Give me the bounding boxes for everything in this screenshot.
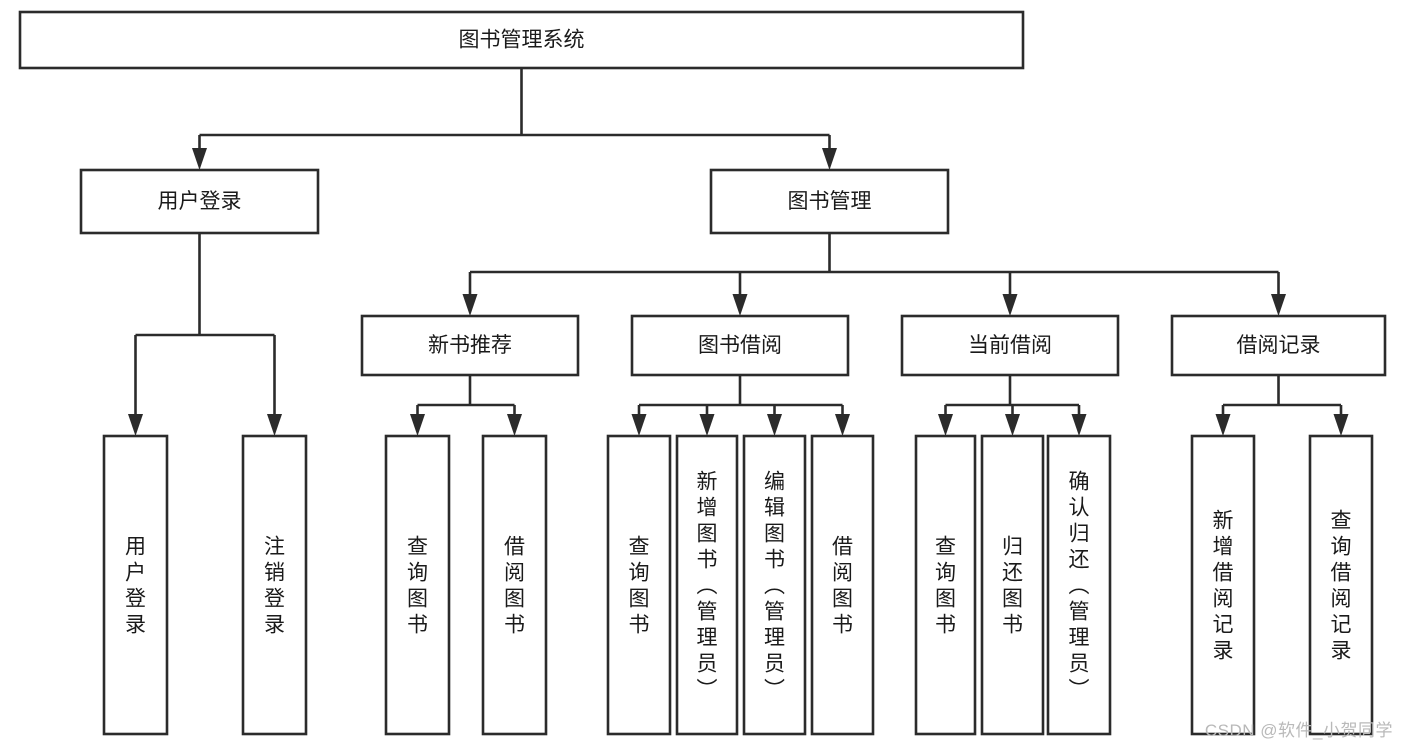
node-box-leaf-user-login[interactable] [102, 434, 169, 736]
arrow-head-icon [631, 414, 647, 436]
node-leaf-confirm-return[interactable]: 确认归还︵管理员︶ [1046, 434, 1112, 736]
node-label-leaf-query-record: 查询借阅记录 [1331, 509, 1352, 662]
edge-group-borrow-record [1215, 375, 1349, 436]
node-label-root: 图书管理系统 [459, 29, 585, 52]
node-label-user-login: 用户登录 [158, 190, 242, 213]
node-label-leaf-add-book: 新增图书︵管理员︶ [697, 470, 718, 701]
node-box-leaf-query-book[interactable] [606, 434, 672, 736]
node-box-root[interactable] [18, 10, 1025, 70]
arrow-head-icon [1271, 294, 1286, 316]
arrow-head-icon [192, 148, 207, 170]
node-box-leaf-edit-book[interactable] [742, 434, 807, 736]
node-root[interactable]: 图书管理系统 [18, 10, 1025, 70]
node-leaf-user-login[interactable]: 用户登录 [102, 434, 169, 736]
arrow-head-icon [128, 414, 143, 436]
node-box-leaf-borrow-book-rec[interactable] [481, 434, 548, 736]
arrow-head-icon [267, 414, 282, 436]
node-leaf-query-book[interactable]: 查询图书 [606, 434, 672, 736]
arrow-head-icon [1071, 414, 1087, 436]
edge-group-book-manage [462, 233, 1286, 316]
node-label-leaf-query-book-cur: 查询图书 [935, 535, 956, 636]
node-box-leaf-borrow-book[interactable] [810, 434, 875, 736]
node-box-leaf-return-book[interactable] [980, 434, 1045, 736]
node-label-leaf-query-book: 查询图书 [629, 535, 650, 636]
node-box-current-borrow[interactable] [900, 314, 1120, 377]
node-label-borrow-record: 借阅记录 [1237, 334, 1321, 357]
node-label-leaf-edit-book: 编辑图书︵管理员︶ [764, 470, 785, 701]
node-label-leaf-user-login: 用户登录 [125, 535, 146, 636]
node-label-leaf-borrow-book: 借阅图书 [832, 535, 853, 636]
node-leaf-query-book-rec[interactable]: 查询图书 [384, 434, 451, 736]
node-borrow-record[interactable]: 借阅记录 [1170, 314, 1387, 377]
arrow-head-icon [462, 294, 478, 316]
node-box-leaf-add-book[interactable] [675, 434, 739, 736]
node-leaf-query-record[interactable]: 查询借阅记录 [1308, 434, 1374, 736]
arrow-head-icon [1215, 414, 1231, 436]
node-leaf-add-book[interactable]: 新增图书︵管理员︶ [675, 434, 739, 736]
edge-group-current-borrow [938, 375, 1087, 436]
node-leaf-edit-book[interactable]: 编辑图书︵管理员︶ [742, 434, 807, 736]
node-box-leaf-confirm-return[interactable] [1046, 434, 1112, 736]
node-label-new-book-rec: 新书推荐 [428, 334, 512, 357]
node-leaf-borrow-book[interactable]: 借阅图书 [810, 434, 875, 736]
node-label-leaf-confirm-return: 确认归还︵管理员︶ [1069, 470, 1090, 701]
node-box-book-borrow[interactable] [630, 314, 850, 377]
arrow-head-icon [1002, 294, 1018, 316]
node-box-leaf-add-record[interactable] [1190, 434, 1256, 736]
edge-group-user-login [128, 233, 282, 436]
nodes-layer: 图书管理系统用户登录图书管理新书推荐图书借阅当前借阅借阅记录用户登录注销登录查询… [18, 10, 1387, 736]
node-book-borrow[interactable]: 图书借阅 [630, 314, 850, 377]
node-leaf-query-book-cur[interactable]: 查询图书 [914, 434, 977, 736]
node-new-book-rec[interactable]: 新书推荐 [360, 314, 580, 377]
arrow-head-icon [1005, 414, 1020, 436]
node-box-book-manage[interactable] [709, 168, 950, 235]
arrow-head-icon [938, 414, 953, 436]
csdn-watermark: CSDN @软件_小贺同学 [1204, 721, 1393, 740]
node-label-current-borrow: 当前借阅 [968, 334, 1052, 357]
node-box-user-login[interactable] [79, 168, 320, 235]
node-book-manage[interactable]: 图书管理 [709, 168, 950, 235]
node-leaf-logout[interactable]: 注销登录 [241, 434, 308, 736]
node-leaf-return-book[interactable]: 归还图书 [980, 434, 1045, 736]
arrow-head-icon [699, 414, 715, 436]
edge-group-book-borrow [631, 375, 850, 436]
node-leaf-borrow-book-rec[interactable]: 借阅图书 [481, 434, 548, 736]
node-box-new-book-rec[interactable] [360, 314, 580, 377]
node-label-leaf-return-book: 归还图书 [1002, 535, 1023, 636]
node-box-leaf-query-book-cur[interactable] [914, 434, 977, 736]
node-box-leaf-query-book-rec[interactable] [384, 434, 451, 736]
node-box-leaf-query-record[interactable] [1308, 434, 1374, 736]
arrow-head-icon [767, 414, 782, 436]
edge-group-new-book-rec [410, 375, 522, 436]
node-user-login[interactable]: 用户登录 [79, 168, 320, 235]
arrow-head-icon [410, 414, 425, 436]
arrow-head-icon [1333, 414, 1349, 436]
node-box-borrow-record[interactable] [1170, 314, 1387, 377]
node-leaf-add-record[interactable]: 新增借阅记录 [1190, 434, 1256, 736]
node-box-leaf-logout[interactable] [241, 434, 308, 736]
node-label-leaf-query-book-rec: 查询图书 [407, 535, 428, 636]
node-label-leaf-borrow-book-rec: 借阅图书 [504, 535, 525, 636]
edge-group-root [192, 68, 837, 170]
node-label-book-manage: 图书管理 [788, 190, 872, 213]
arrow-head-icon [732, 294, 748, 316]
arrow-head-icon [835, 414, 850, 436]
arrow-head-icon [822, 148, 837, 170]
node-label-leaf-add-record: 新增借阅记录 [1213, 509, 1234, 662]
node-label-book-borrow: 图书借阅 [698, 334, 782, 357]
node-current-borrow[interactable]: 当前借阅 [900, 314, 1120, 377]
arrow-head-icon [507, 414, 522, 436]
edges-layer [128, 68, 1349, 436]
node-label-leaf-logout: 注销登录 [264, 535, 285, 636]
